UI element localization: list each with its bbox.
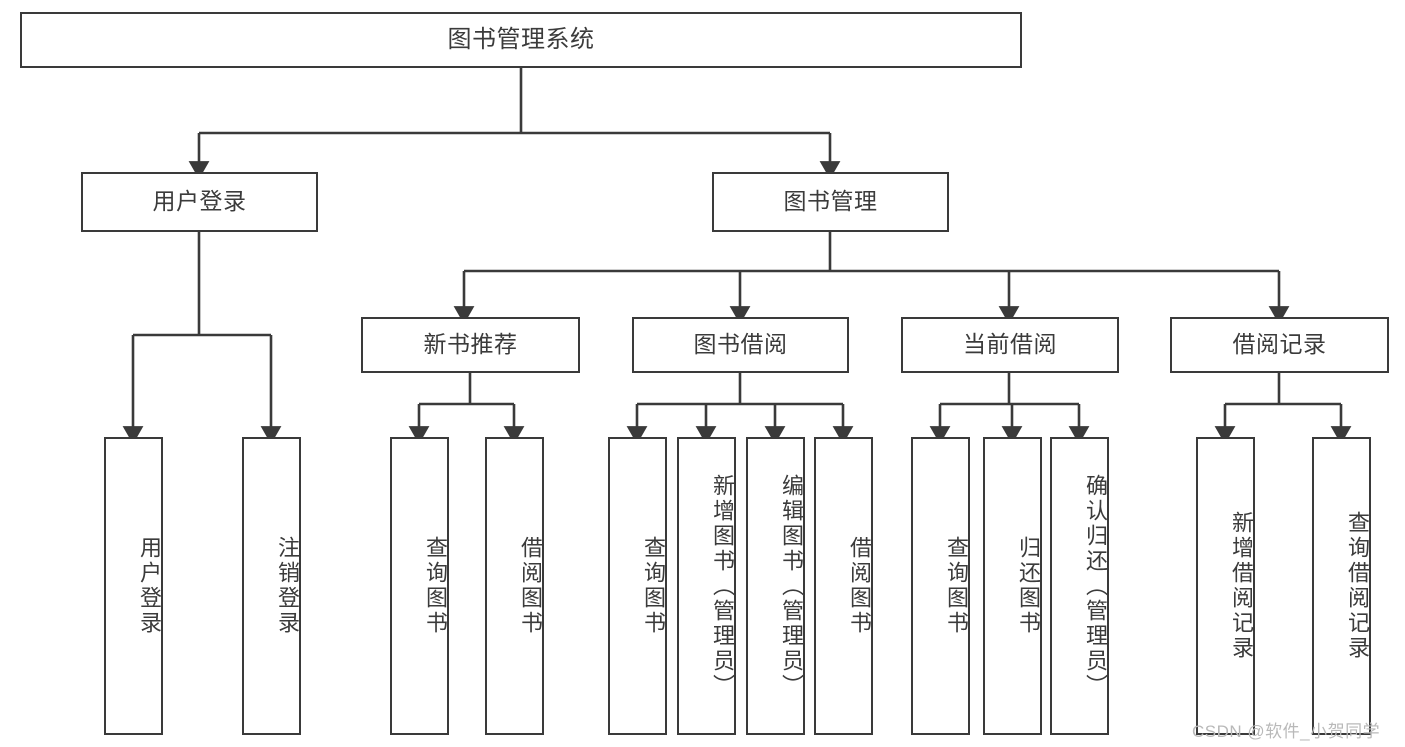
- leaf-user-login[interactable]: 用户登录: [104, 437, 163, 735]
- leaf-add-book-admin[interactable]: 新增图书（管理员）: [677, 437, 736, 735]
- leaf-add-borrow-record[interactable]: 新增借阅记录: [1196, 437, 1255, 735]
- csdn-watermark: CSDN @软件_小贺同学: [1192, 722, 1381, 741]
- node-book-management[interactable]: 图书管理: [712, 172, 949, 232]
- leaf-return-book[interactable]: 归还图书: [983, 437, 1042, 735]
- node-root-system[interactable]: 图书管理系统: [20, 12, 1022, 68]
- leaf-query-book-borrow[interactable]: 查询图书: [608, 437, 667, 735]
- leaf-query-borrow-record[interactable]: 查询借阅记录: [1312, 437, 1371, 735]
- leaf-confirm-return-admin[interactable]: 确认归还（管理员）: [1050, 437, 1109, 735]
- leaf-borrow-book-recommend[interactable]: 借阅图书: [485, 437, 544, 735]
- leaf-borrow-book[interactable]: 借阅图书: [814, 437, 873, 735]
- leaf-edit-book-admin[interactable]: 编辑图书（管理员）: [746, 437, 805, 735]
- node-borrow-record[interactable]: 借阅记录: [1170, 317, 1389, 373]
- leaf-logout[interactable]: 注销登录: [242, 437, 301, 735]
- leaf-query-book-recommend[interactable]: 查询图书: [390, 437, 449, 735]
- leaf-query-book-current[interactable]: 查询图书: [911, 437, 970, 735]
- node-new-book-recommend[interactable]: 新书推荐: [361, 317, 580, 373]
- node-user-login[interactable]: 用户登录: [81, 172, 318, 232]
- node-current-borrow[interactable]: 当前借阅: [901, 317, 1119, 373]
- node-book-borrow[interactable]: 图书借阅: [632, 317, 849, 373]
